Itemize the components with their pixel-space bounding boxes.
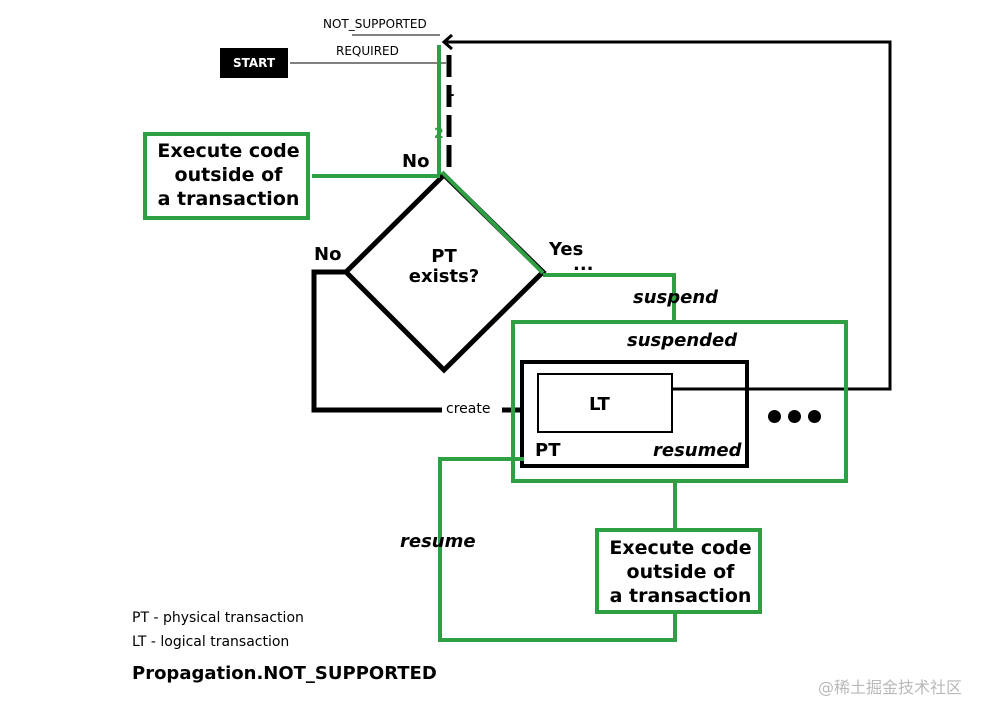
green-suspend-line [543, 273, 676, 322]
resume-label: resume [400, 531, 476, 552]
pt-label: PT [535, 440, 561, 461]
no-top-label: No [402, 151, 430, 172]
bottom-box-text: Execute code outside of a transaction [609, 537, 752, 607]
ellipsis-dot [768, 410, 781, 423]
suspended-label: suspended [627, 330, 738, 351]
legend-pt: PT - physical transaction [132, 610, 304, 626]
black-create-loop [311, 269, 442, 413]
return-loop-line [446, 40, 892, 391]
return-arrow-head [441, 33, 453, 51]
lt-box [537, 373, 673, 433]
legend-lt: LT - logical transaction [132, 634, 290, 650]
step-2-label: 2 [434, 126, 444, 142]
watermark-text: @稀土掘金技术社区 [818, 678, 963, 697]
not-supported-label: NOT_SUPPORTED [323, 17, 427, 31]
decision-line-2: exists? [408, 266, 480, 287]
green-resume-path [438, 457, 677, 642]
create-label: create [446, 401, 491, 417]
left-execute-box [143, 132, 310, 220]
green-yes-edge [440, 170, 545, 275]
yes-ellipsis: ... [573, 254, 594, 275]
yes-label: Yes [549, 239, 584, 260]
decision-line-1: PT [431, 246, 457, 267]
no-left-label: No [314, 244, 342, 265]
suspend-label: suspend [633, 287, 719, 308]
start-node: START [220, 48, 288, 78]
decision-text: PT exists? [394, 247, 494, 287]
step-1-label: 1 [445, 84, 455, 100]
ellipsis-dot [788, 410, 801, 423]
more-transactions-ellipsis [768, 410, 821, 423]
ellipsis-dot [808, 410, 821, 423]
lt-label: LT [589, 394, 610, 415]
pt-box [520, 360, 749, 468]
resumed-label: resumed [653, 440, 742, 461]
required-label: REQUIRED [336, 44, 399, 58]
bottom-execute-box [595, 528, 762, 614]
suspended-box [511, 320, 848, 483]
diagram-title: Propagation.NOT_SUPPORTED [132, 663, 437, 684]
left-box-text: Execute code outside of a transaction [157, 140, 300, 210]
